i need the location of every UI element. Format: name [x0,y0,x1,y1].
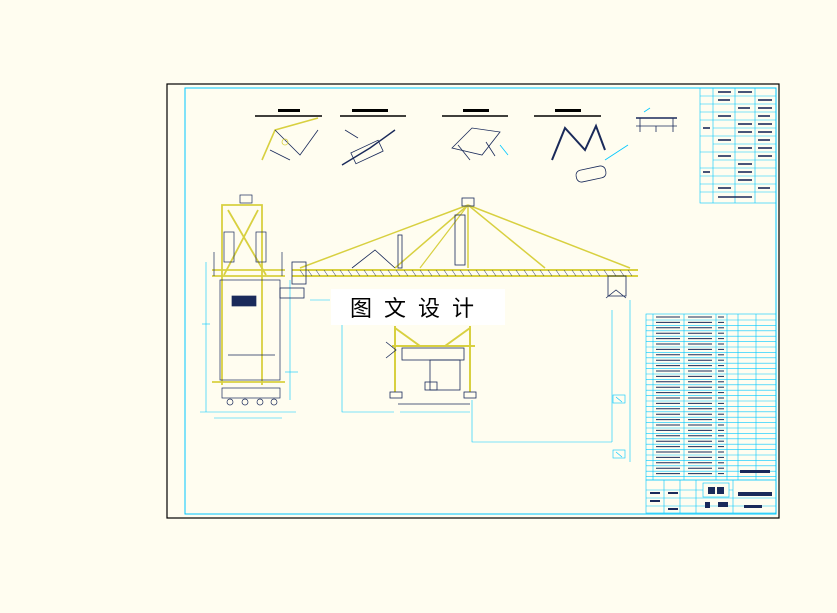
drawing-line [307,269,313,277]
drawing-line [539,269,545,277]
drawing-line [395,269,401,277]
drawing-line [419,269,425,277]
drawing-line [555,269,561,277]
watermark-label: 图文设计 [331,289,505,325]
side-elevation-view [200,194,298,419]
drawing-line [299,269,305,277]
drawing-line [403,269,409,277]
drawing-line [451,269,457,277]
drawing-line [435,269,441,277]
specification-table-entries [703,91,772,198]
main-elevation-view [279,197,638,462]
drawing-line [515,269,521,277]
drawing-line [483,269,489,277]
drawing-line [411,269,417,277]
drawing-line [475,269,481,277]
drawing-line [371,269,377,277]
drawing-line [355,269,361,277]
parts-list-entries [656,316,724,475]
drawing-line [427,269,433,277]
drawing-line [523,269,529,277]
drawing-line [563,269,569,277]
specification-table [699,87,777,204]
drawing-line [531,269,537,277]
drawing-line [587,269,593,277]
drawing-line [379,269,385,277]
drawing-line [467,269,473,277]
detail-view-5 [636,107,677,132]
drawing-line [499,269,505,277]
drawing-line [339,269,345,277]
drawing-line [579,269,585,277]
title-block-entries [650,470,772,510]
inner-frame [184,87,777,515]
drawing-line [595,269,601,277]
drawing-line [443,269,449,277]
drawing-line [315,269,321,277]
drawing-line [507,269,513,277]
drawing-line [331,269,337,277]
drawing-line [459,269,465,277]
detail-view-4 [534,109,629,183]
drawing-line [603,269,609,277]
drawing-line [547,269,553,277]
detail-view-1 [255,109,322,161]
drawing-line [347,269,353,277]
drawing-line [571,269,577,277]
detail-view-2 [340,109,406,166]
drawing-line [363,269,369,277]
drawing-line [619,269,625,277]
detail-view-3 [442,109,509,161]
drawing-line [611,269,617,277]
drawing-line [387,269,393,277]
drawing-line [491,269,497,277]
drawing-line [323,269,329,277]
drawing-line [627,269,633,277]
